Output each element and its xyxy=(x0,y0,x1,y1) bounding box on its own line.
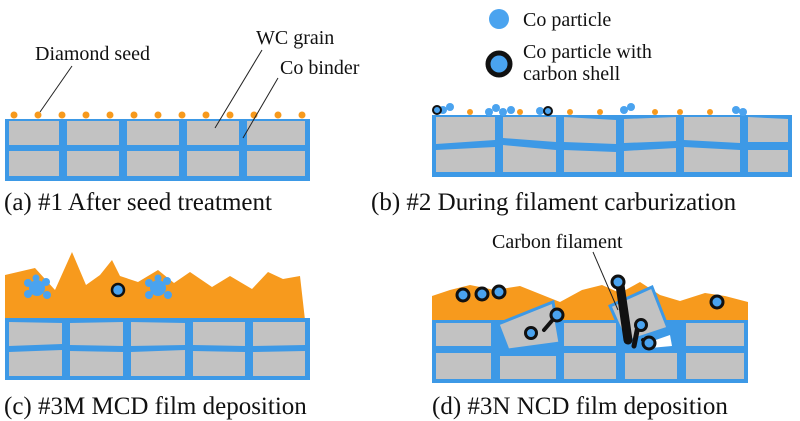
panel-d: Carbon filament (d) #3N NCD film deposit… xyxy=(432,231,748,420)
co-cluster-right xyxy=(145,274,172,299)
panel-c-shell-particle xyxy=(110,282,126,298)
panel-a-caption: (a) #1 After seed treatment xyxy=(4,189,272,216)
co-shell-icon xyxy=(485,50,513,78)
panel-b-caption: (b) #2 During filament carburization xyxy=(371,189,737,216)
panel-c-substrate xyxy=(5,318,310,380)
panel-d-caption: (d) #3N NCD film deposition xyxy=(432,393,728,420)
ncd-film xyxy=(432,282,748,322)
panel-b-seeds xyxy=(467,109,713,115)
panel-b: (b) #2 During filament carburization xyxy=(371,103,792,216)
panel-c: (c) #3M MCD film deposition xyxy=(4,252,310,420)
filament-leader-line xyxy=(592,251,619,311)
panel-d-substrate xyxy=(432,284,748,383)
co-binder-label: Co binder xyxy=(280,57,360,79)
legend-co-shell-line2: carbon shell xyxy=(523,63,621,85)
panel-b-shell-particle xyxy=(543,106,553,116)
legend: Co particle Co particle with carbon shel… xyxy=(485,9,652,85)
legend-co-shell-line1: Co particle with xyxy=(523,41,652,63)
panel-a-leader-lines xyxy=(39,49,279,139)
diamond-seeds xyxy=(10,111,306,119)
legend-co-particle: Co particle xyxy=(523,9,611,31)
co-particle-icon xyxy=(489,9,509,29)
panel-b-co-particles xyxy=(439,103,747,116)
co-cluster-left xyxy=(24,274,51,299)
wc-grain-label: WC grain xyxy=(256,27,334,49)
panel-b-shell-particle xyxy=(432,105,442,115)
panel-d-shell-particles xyxy=(455,274,725,351)
panel-a: Diamond seed WC grain Co binder (a) #1 A… xyxy=(4,27,360,216)
carbon-filament-label: Carbon filament xyxy=(492,231,623,253)
diamond-seed-label: Diamond seed xyxy=(35,43,150,65)
panel-a-substrate xyxy=(5,119,310,181)
panel-b-substrate xyxy=(432,115,792,177)
panel-c-caption: (c) #3M MCD film deposition xyxy=(4,393,307,420)
